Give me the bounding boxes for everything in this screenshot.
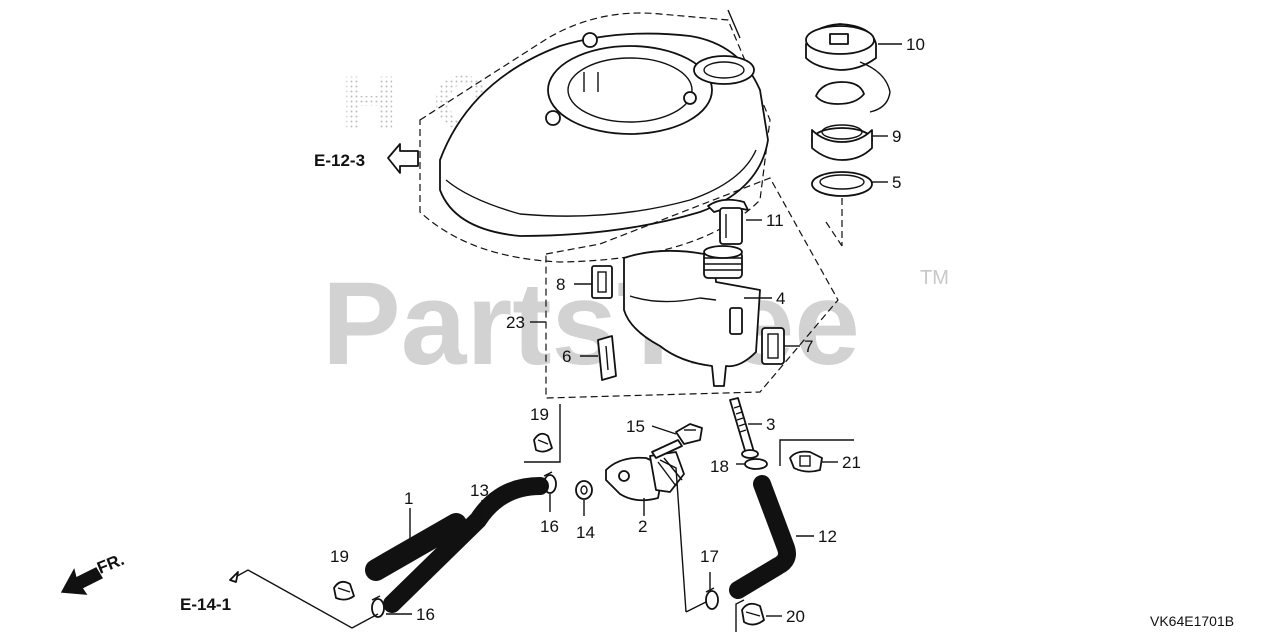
callout-17: 17 [700,547,719,566]
callout-3: 3 [766,415,775,434]
callout-9: 9 [892,127,901,146]
tank-pad-8 [591,265,613,299]
callout-19-upper: 19 [530,405,549,424]
callout-6: 6 [562,347,571,366]
callout-5: 5 [892,173,901,192]
washer-18 [744,458,768,470]
fuel-tank [623,245,761,387]
callout-4: 4 [776,289,785,308]
ref-e12-3: E-12-3 [314,151,365,170]
tube-clamp-20 [741,602,765,626]
callout-15: 15 [626,417,645,436]
callout-23: 23 [506,313,525,332]
ref-e14-1: E-14-1 [180,595,231,614]
fuel-strainer [707,198,749,245]
packing-ring [811,171,873,197]
fuel-valve [605,451,685,502]
cap-gasket [815,81,865,105]
tube-clip-17 [705,587,719,610]
ref-arrow-e12-3 [387,143,419,174]
front-direction-icon: FR. [60,550,127,595]
tank-assembly-outline [545,177,839,399]
filler-cap [805,23,891,113]
diagram-code: VK64E1701B [1150,613,1234,629]
callout-13: 13 [470,481,489,500]
tube-clamp-19-upper [533,432,553,453]
callout-19-lower: 19 [330,547,349,566]
callout-12: 12 [818,527,837,546]
callout-16-lower: 16 [416,605,435,624]
callout-7: 7 [804,337,813,356]
callout-11: 11 [766,211,784,230]
tube-clip-16-lower [371,595,385,618]
callout-16-upper: 16 [540,517,559,536]
front-label: FR. [94,550,127,578]
trademark-symbol: TM [920,267,949,289]
callout-20: 20 [786,607,805,626]
callout-10: 10 [906,35,925,54]
tube-clip-21 [789,450,823,473]
callout-2: 2 [638,517,647,536]
tank-pad-7 [761,327,785,365]
tank-pad-6 [597,335,617,381]
callout-21: 21 [842,453,861,472]
filler-nut [811,124,873,161]
callout-1: 1 [404,489,413,508]
tube-joint-14 [575,480,593,500]
callout-14: 14 [576,523,595,542]
fuel-tank-cover [419,9,771,263]
tank-bolt [729,397,759,459]
valve-bolt [651,423,703,459]
tube-clamp-19-lower [333,580,355,601]
partstree-watermark: PartsTree [322,258,860,390]
callout-8: 8 [556,275,565,294]
callout-18: 18 [710,457,729,476]
